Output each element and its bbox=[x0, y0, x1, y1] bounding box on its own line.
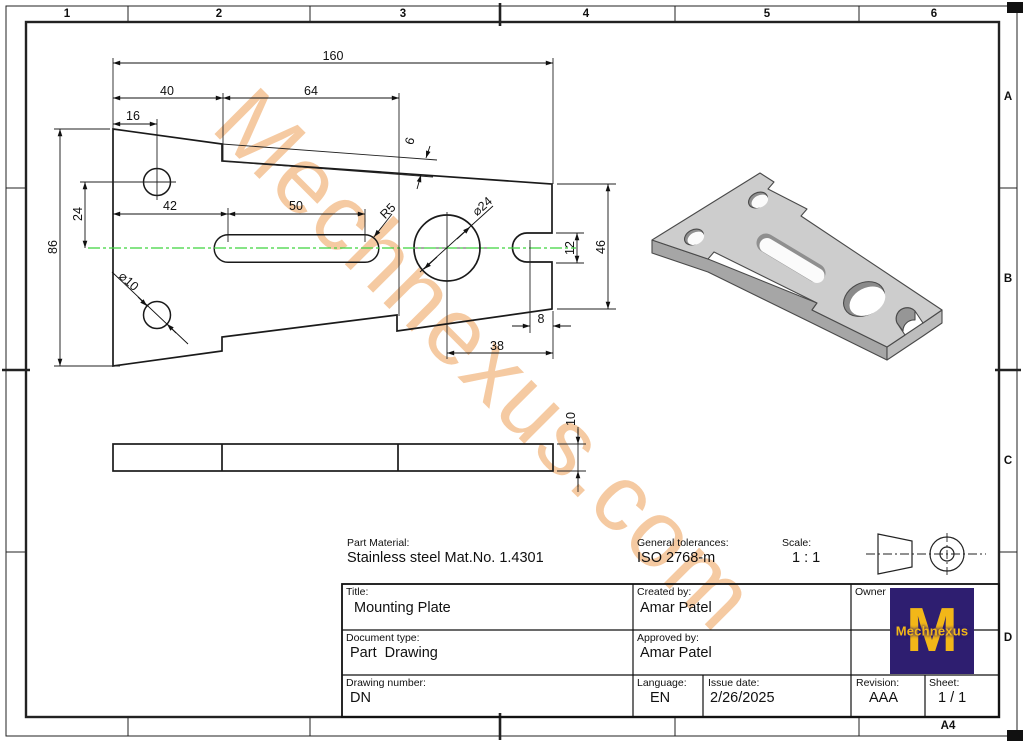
border-row-d: D bbox=[1003, 632, 1013, 644]
general-tolerances-label: General tolerances: bbox=[637, 537, 729, 549]
language-value: EN bbox=[650, 690, 671, 706]
iso-slot bbox=[756, 233, 826, 283]
border-row-a: A bbox=[1003, 91, 1013, 103]
iso-view bbox=[651, 172, 943, 361]
border-column-4: 4 bbox=[582, 8, 590, 20]
front-hole-bottom bbox=[142, 300, 172, 330]
border-column-6: 6 bbox=[930, 8, 938, 20]
projection-symbol-icon bbox=[866, 533, 986, 575]
sheet-value: 1 / 1 bbox=[938, 690, 967, 706]
front-slot bbox=[213, 233, 380, 264]
created-by-label: Created by: bbox=[637, 586, 692, 598]
border-column-3: 3 bbox=[399, 8, 407, 20]
scale-label: Scale: bbox=[782, 537, 812, 549]
dim-plate-thickness: 10 bbox=[564, 412, 578, 426]
owner-label: Owner bbox=[855, 586, 886, 598]
document-type-label: Document type: bbox=[346, 632, 420, 644]
title-label: Title: bbox=[346, 586, 369, 598]
revision-label: Revision: bbox=[856, 677, 900, 689]
issue-date-value: 2/26/2025 bbox=[710, 690, 775, 706]
dim-slot-length: 50 bbox=[289, 199, 303, 213]
title-block-lines bbox=[341, 583, 1000, 718]
title-value: Mounting Plate bbox=[354, 600, 451, 616]
iso-hole-small-1 bbox=[747, 191, 769, 209]
dim-hole-offset-x: 16 bbox=[126, 109, 140, 123]
approved-by-value: Amar Patel bbox=[640, 645, 712, 661]
part-material-label: Part Material: bbox=[347, 537, 410, 549]
iso-hole-big bbox=[843, 281, 886, 317]
side-view bbox=[112, 443, 554, 472]
drawing-number-value: DN bbox=[350, 690, 371, 706]
dim-big-hole-from-right: 38 bbox=[490, 339, 504, 353]
issue-date-label: Issue date: bbox=[708, 677, 760, 689]
border-row-b: B bbox=[1003, 273, 1013, 285]
iso-hole-small-2 bbox=[683, 228, 705, 246]
logo-wordmark: Mechnexus bbox=[895, 623, 969, 639]
extension-lines bbox=[54, 58, 616, 492]
document-type-value: Part Drawing bbox=[350, 645, 438, 661]
approved-by-label: Approved by: bbox=[637, 632, 699, 644]
corner-marks bbox=[1007, 2, 1023, 741]
dim-tab-width: 8 bbox=[537, 312, 545, 326]
created-by-value: Amar Patel bbox=[640, 600, 712, 616]
language-label: Language: bbox=[637, 677, 687, 689]
drawing-number-label: Drawing number: bbox=[346, 677, 426, 689]
general-tolerances-value: ISO 2768-m bbox=[637, 550, 716, 566]
border-row-c: C bbox=[1003, 455, 1013, 467]
dim-side-slot-height: 12 bbox=[563, 241, 577, 255]
logo-monogram: M bbox=[906, 596, 958, 665]
border-column-5: 5 bbox=[763, 8, 771, 20]
dim-hole-offset-y: 24 bbox=[71, 207, 85, 221]
dim-upper-left: 40 bbox=[160, 84, 174, 98]
dim-total-width: 160 bbox=[322, 49, 344, 63]
dim-slot-start: 42 bbox=[163, 199, 177, 213]
owner-logo: M Mechnexus bbox=[890, 588, 974, 674]
dim-overall-height: 86 bbox=[46, 240, 60, 254]
dim-upper-mid: 64 bbox=[304, 84, 318, 98]
border-column-1: 1 bbox=[63, 8, 71, 20]
sheet-label: Sheet: bbox=[929, 677, 960, 689]
revision-value: AAA bbox=[869, 690, 899, 706]
dimension-lines bbox=[57, 60, 611, 487]
scale-value: 1 : 1 bbox=[792, 550, 821, 566]
dim-right-edge-height: 46 bbox=[594, 240, 608, 254]
part-material-value: Stainless steel Mat.No. 1.4301 bbox=[347, 550, 544, 566]
border-column-2: 2 bbox=[215, 8, 223, 20]
paper-size-label: A4 bbox=[940, 720, 956, 732]
